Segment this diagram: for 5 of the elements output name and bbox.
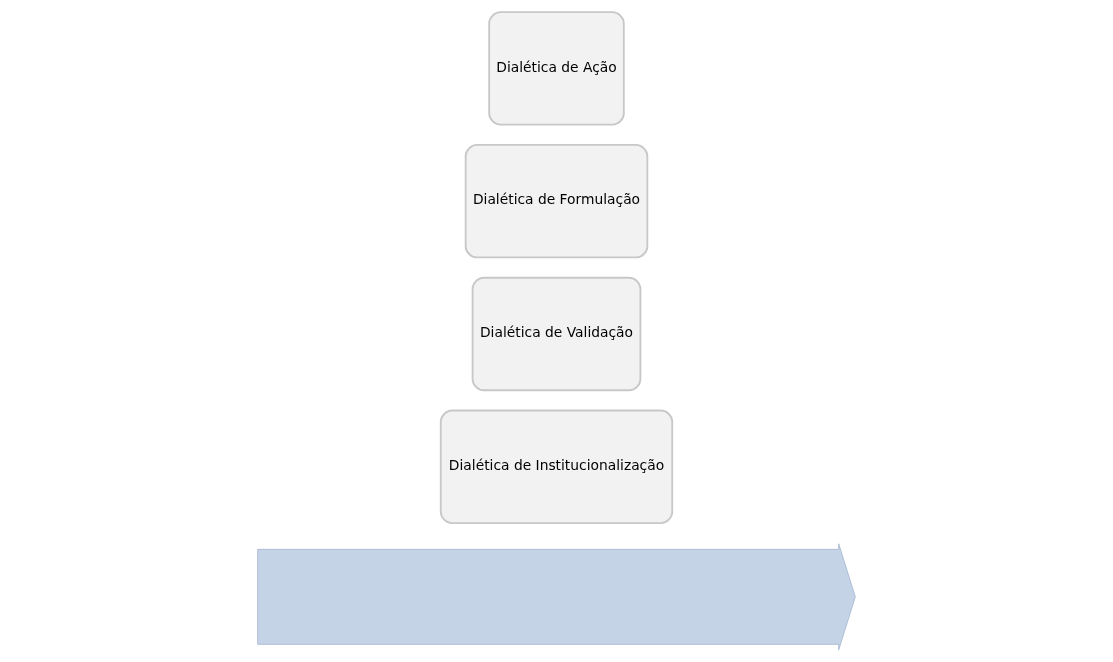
- node-box: Dialética de Ação: [488, 11, 625, 126]
- node-box: Dialética de Institucionalização: [439, 409, 674, 524]
- node-box: Dialética de Formulação: [464, 144, 649, 259]
- node-arrow: [257, 543, 856, 651]
- node-box: Dialética de Validação: [471, 276, 642, 392]
